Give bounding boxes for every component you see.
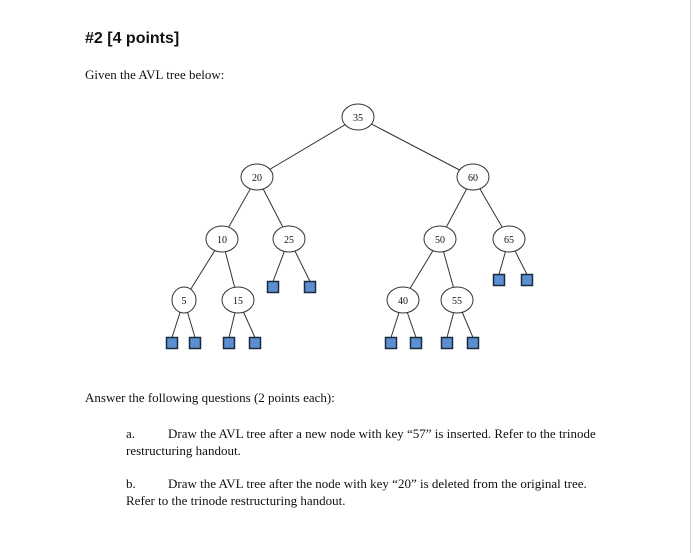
tree-node-35: 35 — [341, 103, 375, 131]
node-ellipse — [171, 286, 197, 314]
external-leaf-node — [248, 336, 262, 350]
tree-nodes: 35 20 60 10 25 50 65 5 15 40 55 — [171, 103, 526, 314]
intro-text: Given the AVL tree below: — [85, 67, 225, 82]
tree-node-60: 60 — [456, 163, 490, 191]
question-a-letter: a. — [126, 426, 136, 441]
tree-node-25: 25 — [272, 225, 306, 253]
node-key-label: 15 — [233, 296, 243, 307]
node-ellipse — [221, 286, 255, 314]
node-key-label: 35 — [353, 113, 363, 124]
node-ellipse — [341, 103, 375, 131]
tree-node-55: 55 — [440, 286, 474, 314]
question-a: a.Draw the AVL tree after a new node wit… — [126, 425, 606, 459]
external-leaf-node — [492, 273, 506, 287]
node-key-label: 50 — [435, 235, 445, 246]
external-leaf-node — [222, 336, 236, 350]
node-key-label: 10 — [217, 235, 227, 246]
tree-node-15: 15 — [221, 286, 255, 314]
external-leaf-node — [165, 336, 179, 350]
tree-edge — [357, 116, 474, 178]
question-a-text: Draw the AVL tree after a new node with … — [126, 426, 596, 458]
tree-node-20: 20 — [240, 163, 274, 191]
external-leaf-node — [188, 336, 202, 350]
node-ellipse — [272, 225, 306, 253]
node-key-label: 40 — [398, 296, 408, 307]
node-key-label: 5 — [182, 296, 187, 307]
node-ellipse — [456, 163, 490, 191]
external-leaf-node — [409, 336, 423, 350]
node-key-label: 20 — [252, 173, 262, 184]
node-ellipse — [492, 225, 526, 253]
node-key-label: 60 — [468, 173, 478, 184]
tree-node-50: 50 — [423, 225, 457, 253]
external-leaf-node — [466, 336, 480, 350]
question-b-letter: b. — [126, 476, 136, 491]
answer-instructions: Answer the following questions (2 points… — [85, 390, 335, 405]
node-ellipse — [240, 163, 274, 191]
question-b: b.Draw the AVL tree after the node with … — [126, 475, 606, 509]
external-leaf-node — [266, 280, 280, 294]
external-leaf-node — [440, 336, 454, 350]
external-leaf-node — [384, 336, 398, 350]
node-key-label: 55 — [452, 296, 462, 307]
node-ellipse — [386, 286, 420, 314]
tree-node-40: 40 — [386, 286, 420, 314]
external-leaf-node — [520, 273, 534, 287]
question-b-text: Draw the AVL tree after the node with ke… — [126, 476, 587, 508]
tree-external-leaves — [165, 273, 534, 350]
tree-node-65: 65 — [492, 225, 526, 253]
tree-node-10: 10 — [205, 225, 239, 253]
node-ellipse — [205, 225, 239, 253]
node-key-label: 25 — [284, 235, 294, 246]
question-heading: #2 [4 points] — [85, 30, 180, 47]
node-key-label: 65 — [504, 235, 514, 246]
tree-node-5: 5 — [171, 286, 197, 314]
node-ellipse — [423, 225, 457, 253]
node-ellipse — [440, 286, 474, 314]
external-leaf-node — [303, 280, 317, 294]
tree-edge — [256, 116, 359, 178]
